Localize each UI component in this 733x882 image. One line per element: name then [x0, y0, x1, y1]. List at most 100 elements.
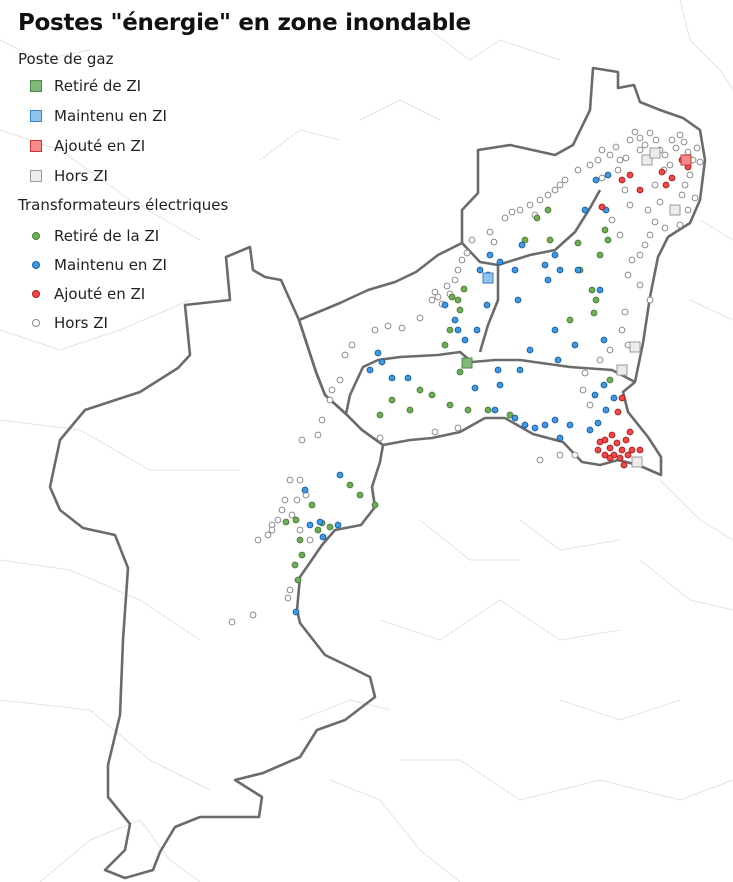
transformer-point: [644, 206, 652, 214]
transformer-point: [268, 526, 276, 534]
transformer-point: [371, 501, 379, 509]
transformer-point: [326, 396, 334, 404]
transformer-point: [366, 366, 374, 374]
transformer-point: [598, 203, 606, 211]
transformer-point: [314, 526, 322, 534]
transformer-point: [292, 608, 300, 616]
transformer-point: [556, 434, 564, 442]
transformer-point: [600, 336, 608, 344]
legend-gas-ajoute-label: Ajouté en ZI: [54, 137, 146, 155]
transformer-point: [596, 438, 604, 446]
transformer-point: [473, 326, 481, 334]
transformer-point: [693, 144, 701, 152]
legend-gas-hors-label: Hors ZI: [54, 167, 108, 185]
transformer-point: [501, 214, 509, 222]
transformer-point: [446, 326, 454, 334]
transformer-point: [681, 181, 689, 189]
transformer-point: [624, 451, 632, 459]
transformer-point: [606, 444, 614, 452]
transformer-point: [521, 421, 529, 429]
transformer-point: [613, 439, 621, 447]
transformer-point: [461, 336, 469, 344]
transformer-point: [294, 576, 302, 584]
transformer-point: [448, 293, 456, 301]
transformer-point: [588, 286, 596, 294]
transformer-point: [561, 176, 569, 184]
transformer-point: [526, 346, 534, 354]
transformer-point: [428, 296, 436, 304]
transformer-point: [468, 236, 476, 244]
transformer-point: [554, 356, 562, 364]
transformer-point: [680, 138, 688, 146]
transformer-point: [618, 326, 626, 334]
transformer-point: [551, 186, 559, 194]
transformer-point: [306, 521, 314, 529]
transformer-point: [286, 476, 294, 484]
legend-transfo-retire-label: Retiré de la ZI: [54, 227, 160, 245]
transformer-point: [456, 306, 464, 314]
transformer-point: [471, 384, 479, 392]
transformer-point: [628, 446, 636, 454]
transformer-point: [566, 421, 574, 429]
transformer-point: [620, 461, 628, 469]
transformer-point: [618, 446, 626, 454]
transformer-point: [626, 201, 634, 209]
transformer-point: [616, 156, 624, 164]
transformer-point: [416, 386, 424, 394]
transformer-point: [516, 206, 524, 214]
transformer-point: [651, 181, 659, 189]
transformer-point: [618, 176, 626, 184]
transformer-point: [434, 293, 442, 301]
transformer-point: [590, 309, 598, 317]
legend-transfo-hors-label: Hors ZI: [54, 314, 108, 332]
transformer-point: [556, 266, 564, 274]
transformer-point: [496, 381, 504, 389]
transformer-point: [586, 426, 594, 434]
transformer-point: [454, 296, 462, 304]
transformer-point: [506, 411, 514, 419]
gas-station-point: [461, 357, 473, 369]
transformer-point: [566, 316, 574, 324]
legend-transfo-hors: Hors ZI: [30, 313, 108, 333]
transformer-point: [696, 158, 704, 166]
transformer-point: [336, 471, 344, 479]
transformer-point: [636, 186, 644, 194]
transformer-point: [602, 406, 610, 414]
legend-transfo-ajoute: Ajouté en ZI: [30, 284, 145, 304]
legend-gas-hors: Hors ZI: [30, 166, 108, 186]
transformer-point: [431, 288, 439, 296]
legend-dot-icon: [32, 290, 40, 298]
transformer-point: [416, 314, 424, 322]
legend-square-icon: [30, 80, 42, 92]
transformer-point: [600, 381, 608, 389]
legend-gas-maintenu: Maintenu en ZI: [30, 106, 167, 126]
transformer-point: [598, 174, 606, 182]
transformer-point: [376, 411, 384, 419]
legend-transfo-retire: Retiré de la ZI: [30, 226, 159, 246]
transformer-point: [544, 276, 552, 284]
transformer-point: [281, 496, 289, 504]
transformer-point: [486, 228, 494, 236]
transformer-point: [551, 416, 559, 424]
transformer-point: [636, 446, 644, 454]
transformer-point: [348, 341, 356, 349]
transformer-point: [579, 386, 587, 394]
transformer-point: [298, 551, 306, 559]
transformer-point: [334, 521, 342, 529]
transformer-point: [336, 376, 344, 384]
legend-square-icon: [30, 110, 42, 122]
transformer-point: [658, 168, 666, 176]
transformer-point: [533, 214, 541, 222]
transformer-point: [296, 536, 304, 544]
gas-station-point: [649, 147, 661, 159]
transformer-point: [614, 408, 622, 416]
transformer-point: [446, 401, 454, 409]
transformer-point: [626, 171, 634, 179]
transformer-point: [666, 161, 674, 169]
transformer-point: [652, 136, 660, 144]
transformer-point: [284, 594, 292, 602]
transformer-point: [463, 249, 471, 257]
transformer-point: [596, 286, 604, 294]
gas-station-point: [641, 154, 653, 166]
transformer-point: [641, 141, 649, 149]
